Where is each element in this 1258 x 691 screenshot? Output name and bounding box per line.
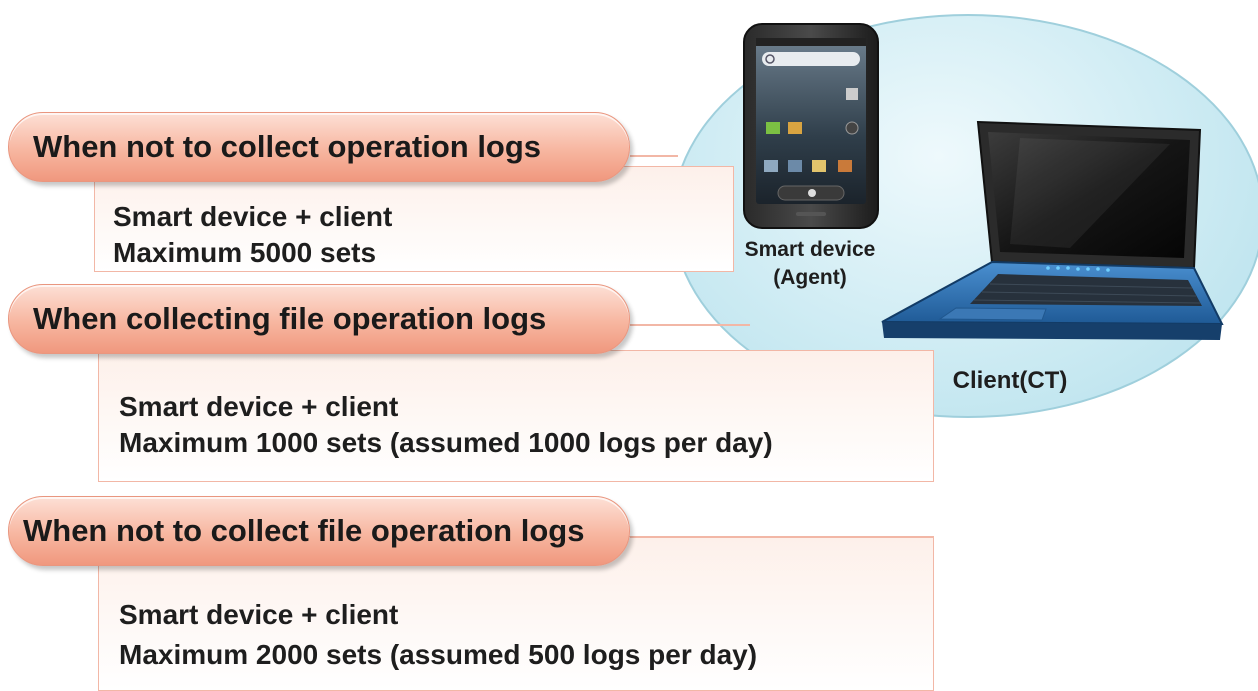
section-heading-3-text: When not to collect file operation logs [23,513,585,548]
detail-line-2b: Maximum 1000 sets (assumed 1000 logs per… [119,427,773,458]
detail-line-3a: Smart device + client [119,599,399,630]
laptop-icon [881,120,1224,340]
smartphone-icon [743,23,879,229]
detail-box-2: Smart device + client Maximum 1000 sets … [98,350,934,482]
section-heading-1: When not to collect operation logs [8,112,630,182]
detail-line-2a: Smart device + client [119,391,399,422]
section-heading-2: When collecting file operation logs [8,284,630,354]
smart-device-label: Smart device (Agent) [720,236,900,292]
section-heading-3: When not to collect file operation logs [8,496,630,566]
detail-line-1b: Maximum 5000 sets [113,237,377,268]
detail-box-1: Smart device + client Maximum 5000 sets [94,166,734,272]
connector-line-2 [630,324,750,326]
smart-device-label-line1: Smart device [744,238,876,261]
connector-line-1 [630,155,678,157]
smart-device-label-line2: (Agent) [773,266,847,289]
client-label: Client(CT) [952,367,1068,394]
section-heading-1-text: When not to collect operation logs [33,129,542,164]
detail-line-3b: Maximum 2000 sets (assumed 500 logs per … [119,639,758,670]
detail-line-1a: Smart device + client [113,201,393,232]
section-heading-2-text: When collecting file operation logs [33,301,547,336]
connector-line-3 [630,536,934,538]
